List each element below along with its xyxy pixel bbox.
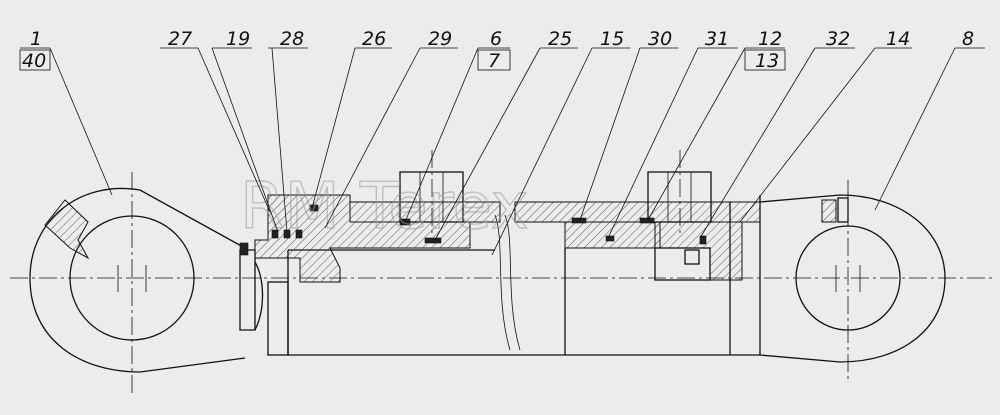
callout-7: 7	[477, 49, 511, 72]
callout-label: 19	[226, 28, 250, 50]
callout-29: 29	[324, 28, 458, 229]
callout-26: 26	[311, 28, 392, 209]
callout-14: 14	[739, 28, 912, 223]
callout-label: 13	[755, 50, 779, 72]
callout-label: 30	[648, 28, 672, 50]
callout-40: 40	[19, 49, 51, 72]
callout-31: 31	[607, 28, 738, 239]
rod-eye-left	[10, 172, 995, 395]
callout-27: 27	[160, 28, 271, 213]
callout-label: 6	[490, 28, 502, 50]
callout-label: 26	[362, 28, 386, 50]
callout-label: 27	[168, 28, 192, 50]
callout-30: 30	[579, 28, 678, 221]
callout-15: 15	[491, 28, 630, 256]
callout-12: 12	[647, 28, 785, 221]
callout-label: 31	[705, 28, 729, 50]
callout-6: 6	[404, 28, 510, 223]
callout-label: 14	[886, 28, 910, 50]
callout-label: 32	[826, 28, 850, 50]
callout-32: 32	[699, 28, 855, 239]
callout-28: 28	[268, 28, 308, 233]
callout-13: 13	[744, 49, 786, 72]
callout-19: 19	[211, 28, 279, 233]
callout-label: 15	[600, 28, 624, 50]
callout-label: 12	[758, 28, 782, 50]
callout-1: 1	[20, 28, 113, 196]
callout-label: 1	[30, 28, 42, 50]
watermark: RM Terex	[240, 170, 529, 244]
callout-label: 29	[428, 28, 452, 50]
callout-label: 7	[488, 50, 500, 72]
callout-8: 8	[874, 28, 985, 211]
cap-eye-right	[759, 180, 946, 380]
piston-section	[564, 217, 743, 281]
callout-label: 40	[22, 50, 46, 72]
callout-label: 8	[962, 28, 974, 50]
callout-25: 25	[434, 28, 578, 241]
callout-label: 28	[280, 28, 304, 50]
port-left	[399, 150, 464, 235]
callout-label: 25	[548, 28, 572, 50]
